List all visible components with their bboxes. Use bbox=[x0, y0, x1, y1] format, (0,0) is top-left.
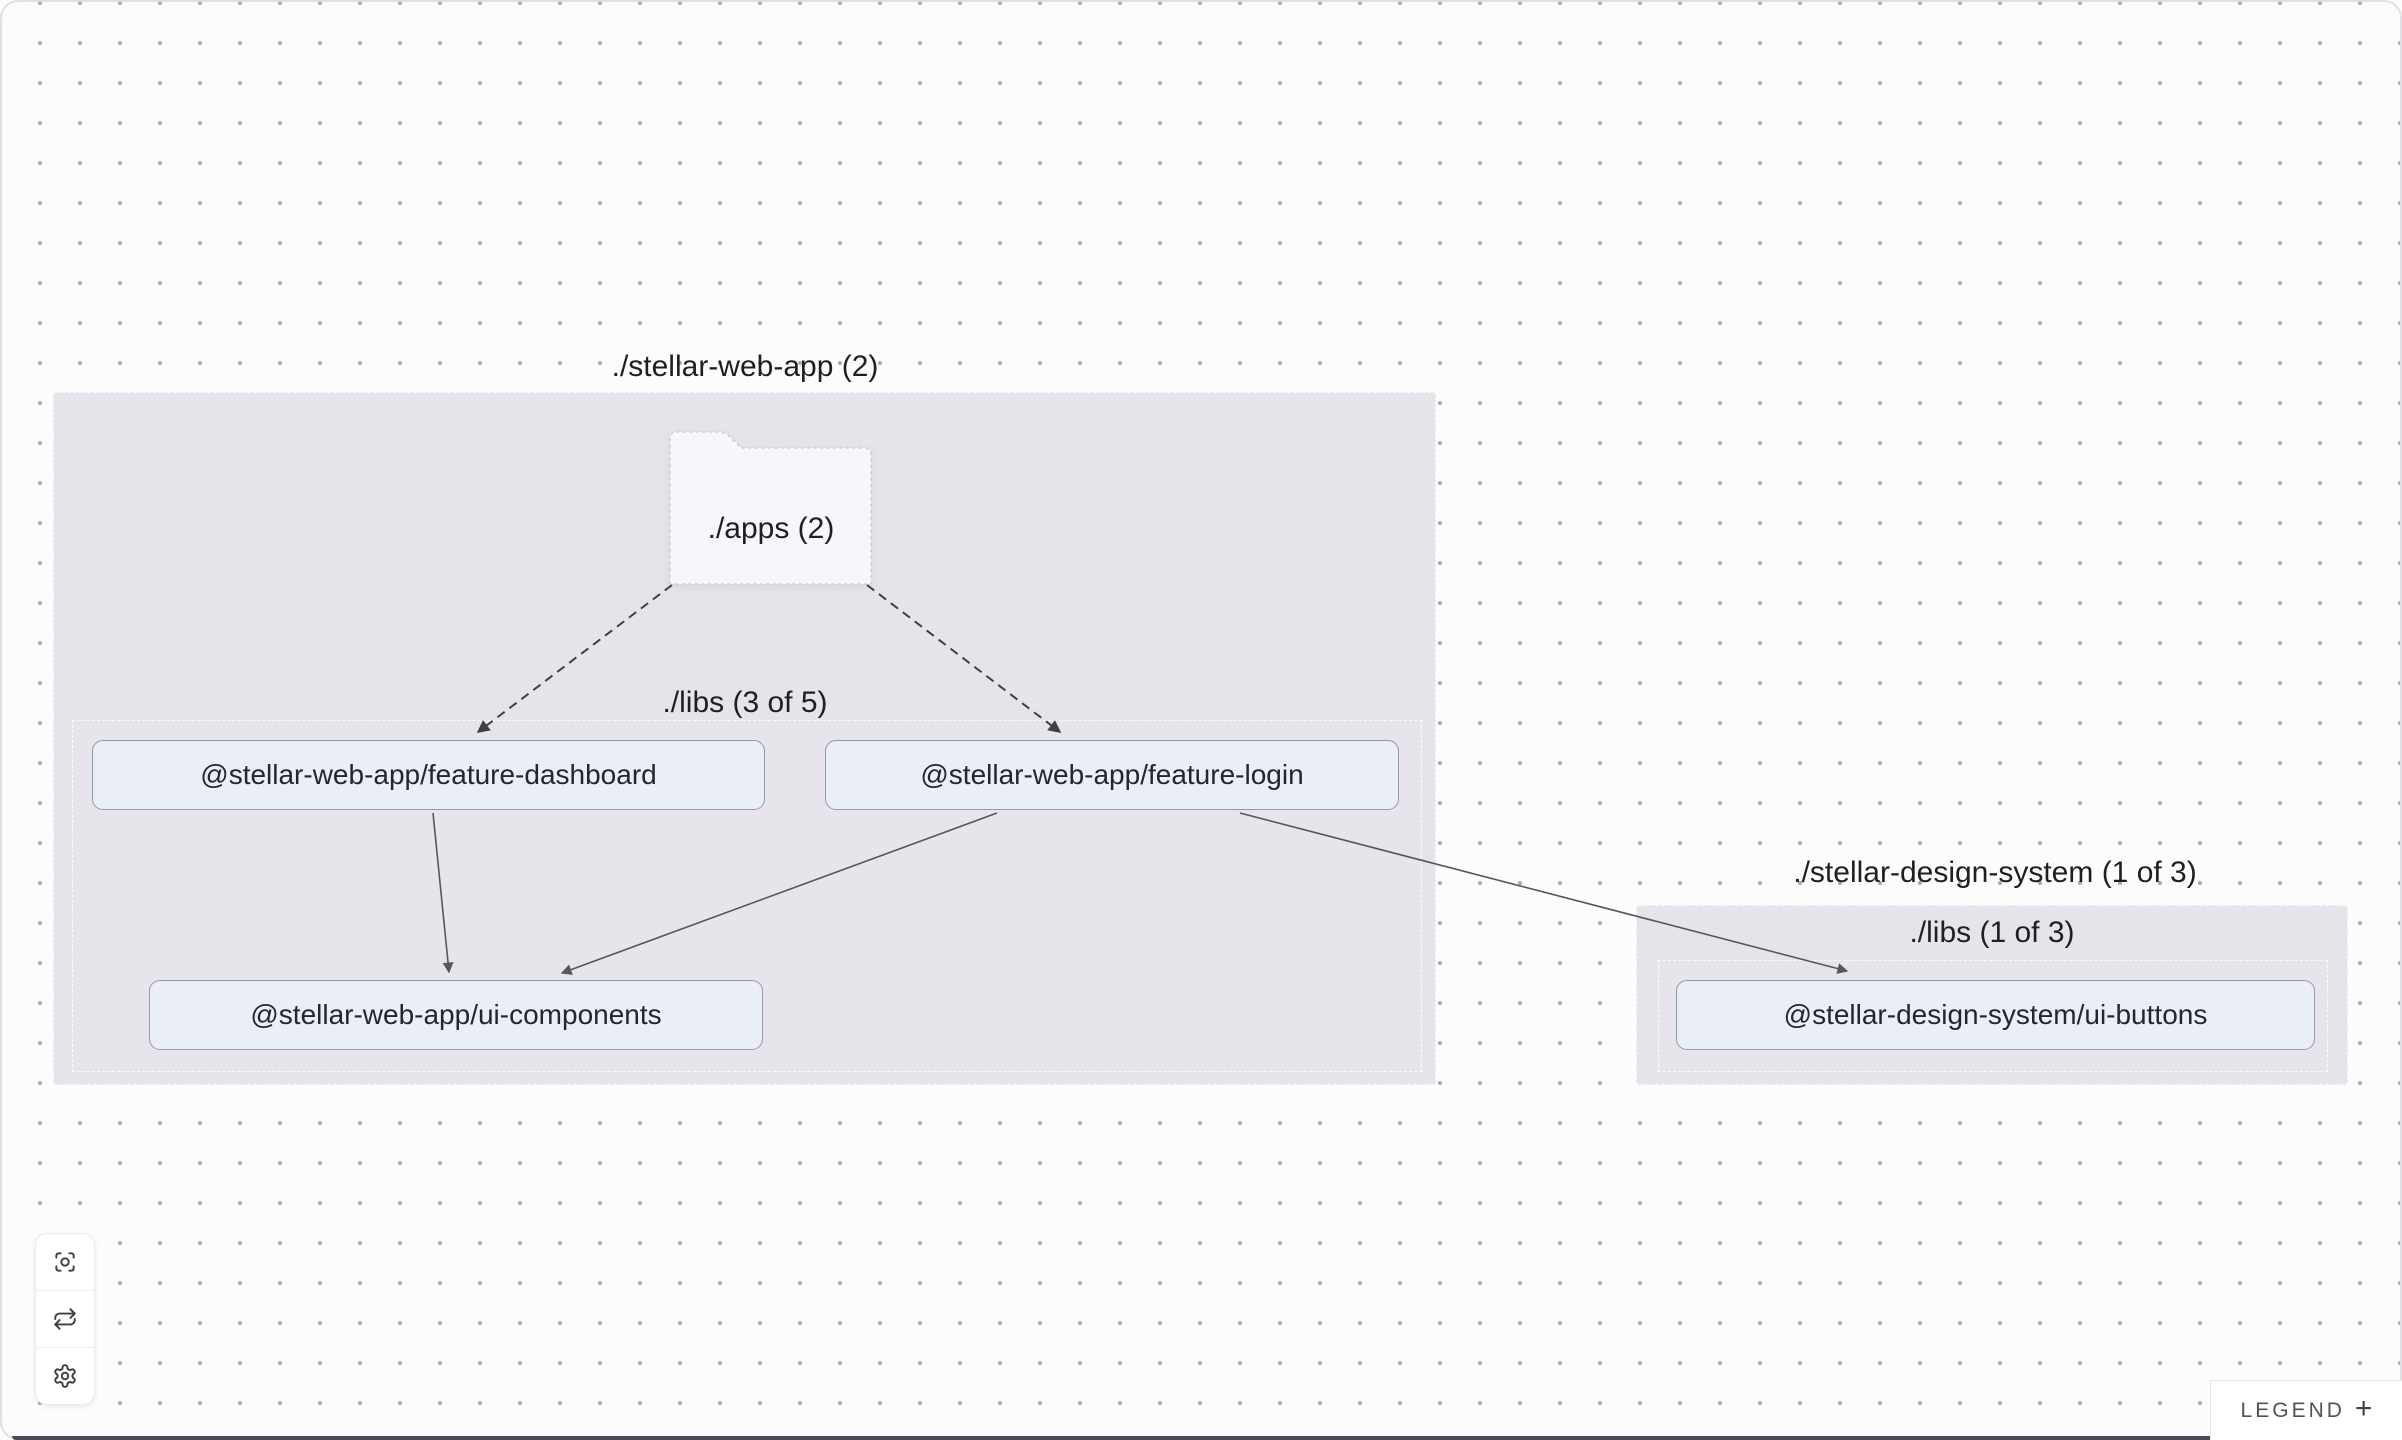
group-label-stellar-web-app: ./stellar-web-app (2) bbox=[611, 350, 879, 383]
settings-button[interactable] bbox=[36, 1347, 94, 1404]
folder-node-apps[interactable]: ./apps (2) bbox=[666, 428, 876, 590]
subgroup-label-libs-web-app: ./libs (3 of 5) bbox=[662, 686, 828, 719]
folder-label: ./apps (2) bbox=[707, 512, 835, 545]
group-label-stellar-design-system: ./stellar-design-system (1 of 3) bbox=[1793, 856, 2197, 889]
node-feature-login[interactable]: @stellar-web-app/feature-login bbox=[825, 740, 1399, 810]
node-feature-dashboard[interactable]: @stellar-web-app/feature-dashboard bbox=[92, 740, 765, 810]
legend-toggle[interactable]: LEGEND + bbox=[2210, 1380, 2402, 1440]
focus-button[interactable] bbox=[36, 1234, 94, 1290]
node-ui-buttons[interactable]: @stellar-design-system/ui-buttons bbox=[1676, 980, 2315, 1050]
refresh-icon bbox=[54, 1308, 76, 1330]
graph-toolbar bbox=[35, 1233, 95, 1405]
settings-icon bbox=[54, 1364, 76, 1388]
subgroup-label-libs-design-system: ./libs (1 of 3) bbox=[1909, 916, 2075, 949]
focus-icon bbox=[55, 1252, 75, 1272]
folder-icon bbox=[669, 431, 872, 585]
window-bottom-edge bbox=[12, 1436, 2210, 1440]
node-ui-components[interactable]: @stellar-web-app/ui-components bbox=[149, 980, 763, 1050]
expand-plus-icon: + bbox=[2354, 1392, 2373, 1425]
legend-label: LEGEND bbox=[2240, 1398, 2345, 1422]
refresh-button[interactable] bbox=[36, 1290, 94, 1347]
